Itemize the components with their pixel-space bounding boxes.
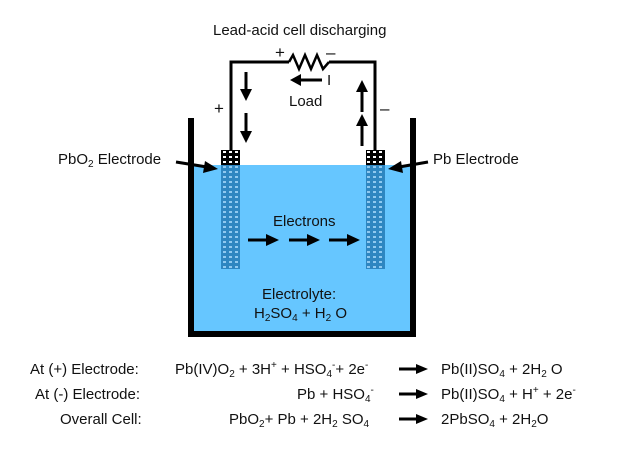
current-arrow (290, 74, 322, 86)
resistor-plus-sign: + (275, 43, 285, 62)
electron-arrows (248, 234, 360, 246)
right-up-arrows (356, 80, 368, 146)
diagram-title: Lead-acid cell discharging (213, 22, 387, 39)
left-terminal-sign: + (214, 99, 224, 118)
pb-pointer-arrow (388, 160, 429, 173)
electrolyte-label: Electrolyte: (262, 286, 337, 303)
wire-circuit (229, 60, 377, 150)
load-label: Load (289, 93, 323, 110)
pbo2-electrode-label: PbO2 Electrode (58, 151, 162, 170)
eq-positive-label: At (+) Electrode: (30, 361, 139, 378)
eq-negative-label: At (-) Electrode: (35, 386, 141, 403)
pb-electrode (366, 150, 385, 269)
pb-electrode-label: Pb Electrode (433, 151, 519, 168)
left-down-arrows (240, 72, 252, 143)
eq-positive-products: Pb(II)SO4 + 2H2 O (441, 361, 563, 380)
resistor-minus-sign: – (326, 43, 336, 62)
equation-arrows (399, 364, 428, 424)
eq-overall-reactants: PbO2+ Pb + 2H2 SO4 (229, 411, 370, 430)
eq-overall-label: Overall Cell: (60, 411, 142, 428)
resistor-load (287, 51, 330, 73)
right-terminal-sign: – (380, 99, 390, 118)
container (188, 118, 416, 337)
eq-overall-products: 2PbSO4 + 2H2O (441, 411, 549, 430)
electrolyte-formula: H2SO4 + H2 O (254, 305, 347, 324)
eq-negative-products: Pb(II)SO4 + H+ + 2e- (441, 385, 576, 405)
electrons-label: Electrons (273, 213, 336, 230)
eq-negative-reactants: Pb + HSO4- (297, 385, 374, 405)
pbo2-electrode (221, 150, 240, 269)
pbo2-pointer-arrow (175, 160, 218, 173)
current-label: I (327, 72, 332, 89)
eq-positive-reactants: Pb(IV)O2 + 3H+ + HSO4-+ 2e- (175, 360, 369, 380)
